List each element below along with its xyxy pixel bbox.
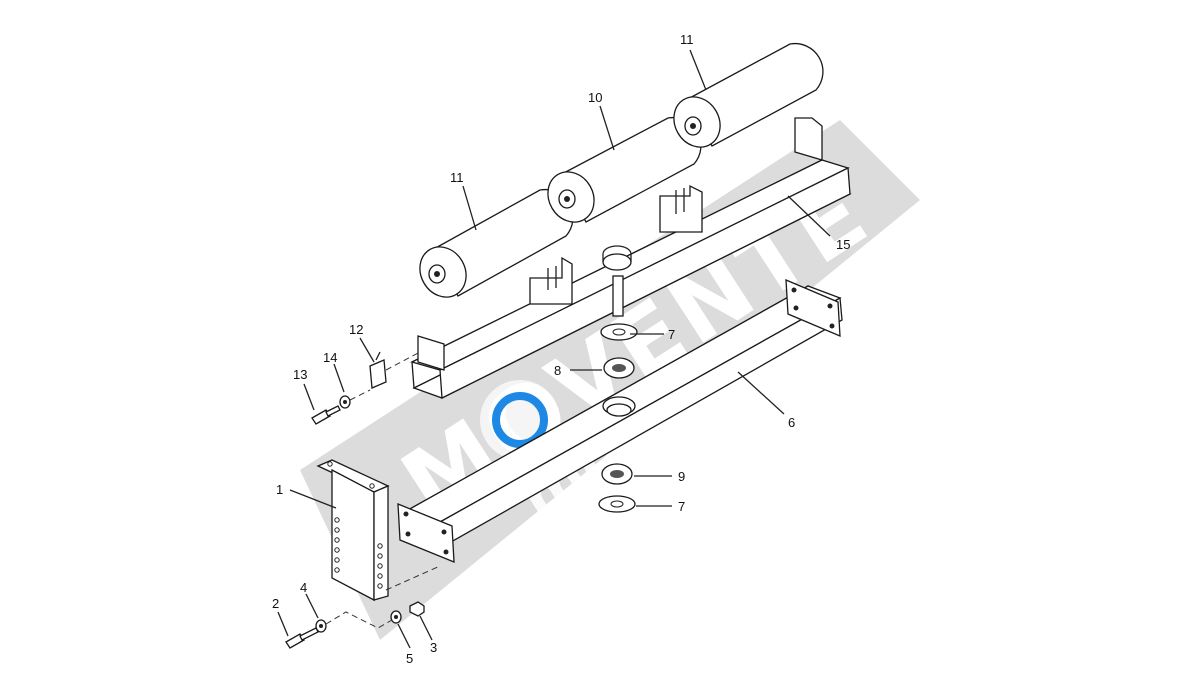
roller-middle: [547, 116, 702, 223]
callout-4: 4: [300, 580, 307, 595]
callout-12: 12: [349, 322, 363, 337]
callouts: 11 10 11 15 7 8 6 9 7 1 12 14 13 2 4 5 3: [272, 32, 850, 666]
callout-9: 9: [678, 469, 685, 484]
callout-13: 13: [293, 367, 307, 382]
callout-11-right: 11: [680, 32, 694, 47]
callout-7-lower: 7: [678, 499, 685, 514]
callout-3: 3: [430, 640, 437, 655]
callout-1: 1: [276, 482, 283, 497]
callout-6: 6: [788, 415, 795, 430]
callout-10: 10: [588, 90, 602, 105]
callout-11-left: 11: [450, 170, 464, 185]
side-bracket: [316, 459, 390, 602]
hardware-lower: [285, 601, 425, 649]
leader-lines: [277, 49, 831, 649]
pivot-stack: [598, 245, 638, 513]
hardware-upper: [311, 351, 421, 425]
callout-8: 8: [554, 363, 561, 378]
callout-15: 15: [836, 237, 850, 252]
callout-2: 2: [272, 596, 279, 611]
callout-14: 14: [323, 350, 337, 365]
callout-5: 5: [406, 651, 413, 666]
roller-right: [673, 42, 824, 148]
watermark-logo-icon: [492, 392, 548, 448]
roller-left: [419, 188, 574, 298]
callout-7-upper: 7: [668, 327, 675, 342]
